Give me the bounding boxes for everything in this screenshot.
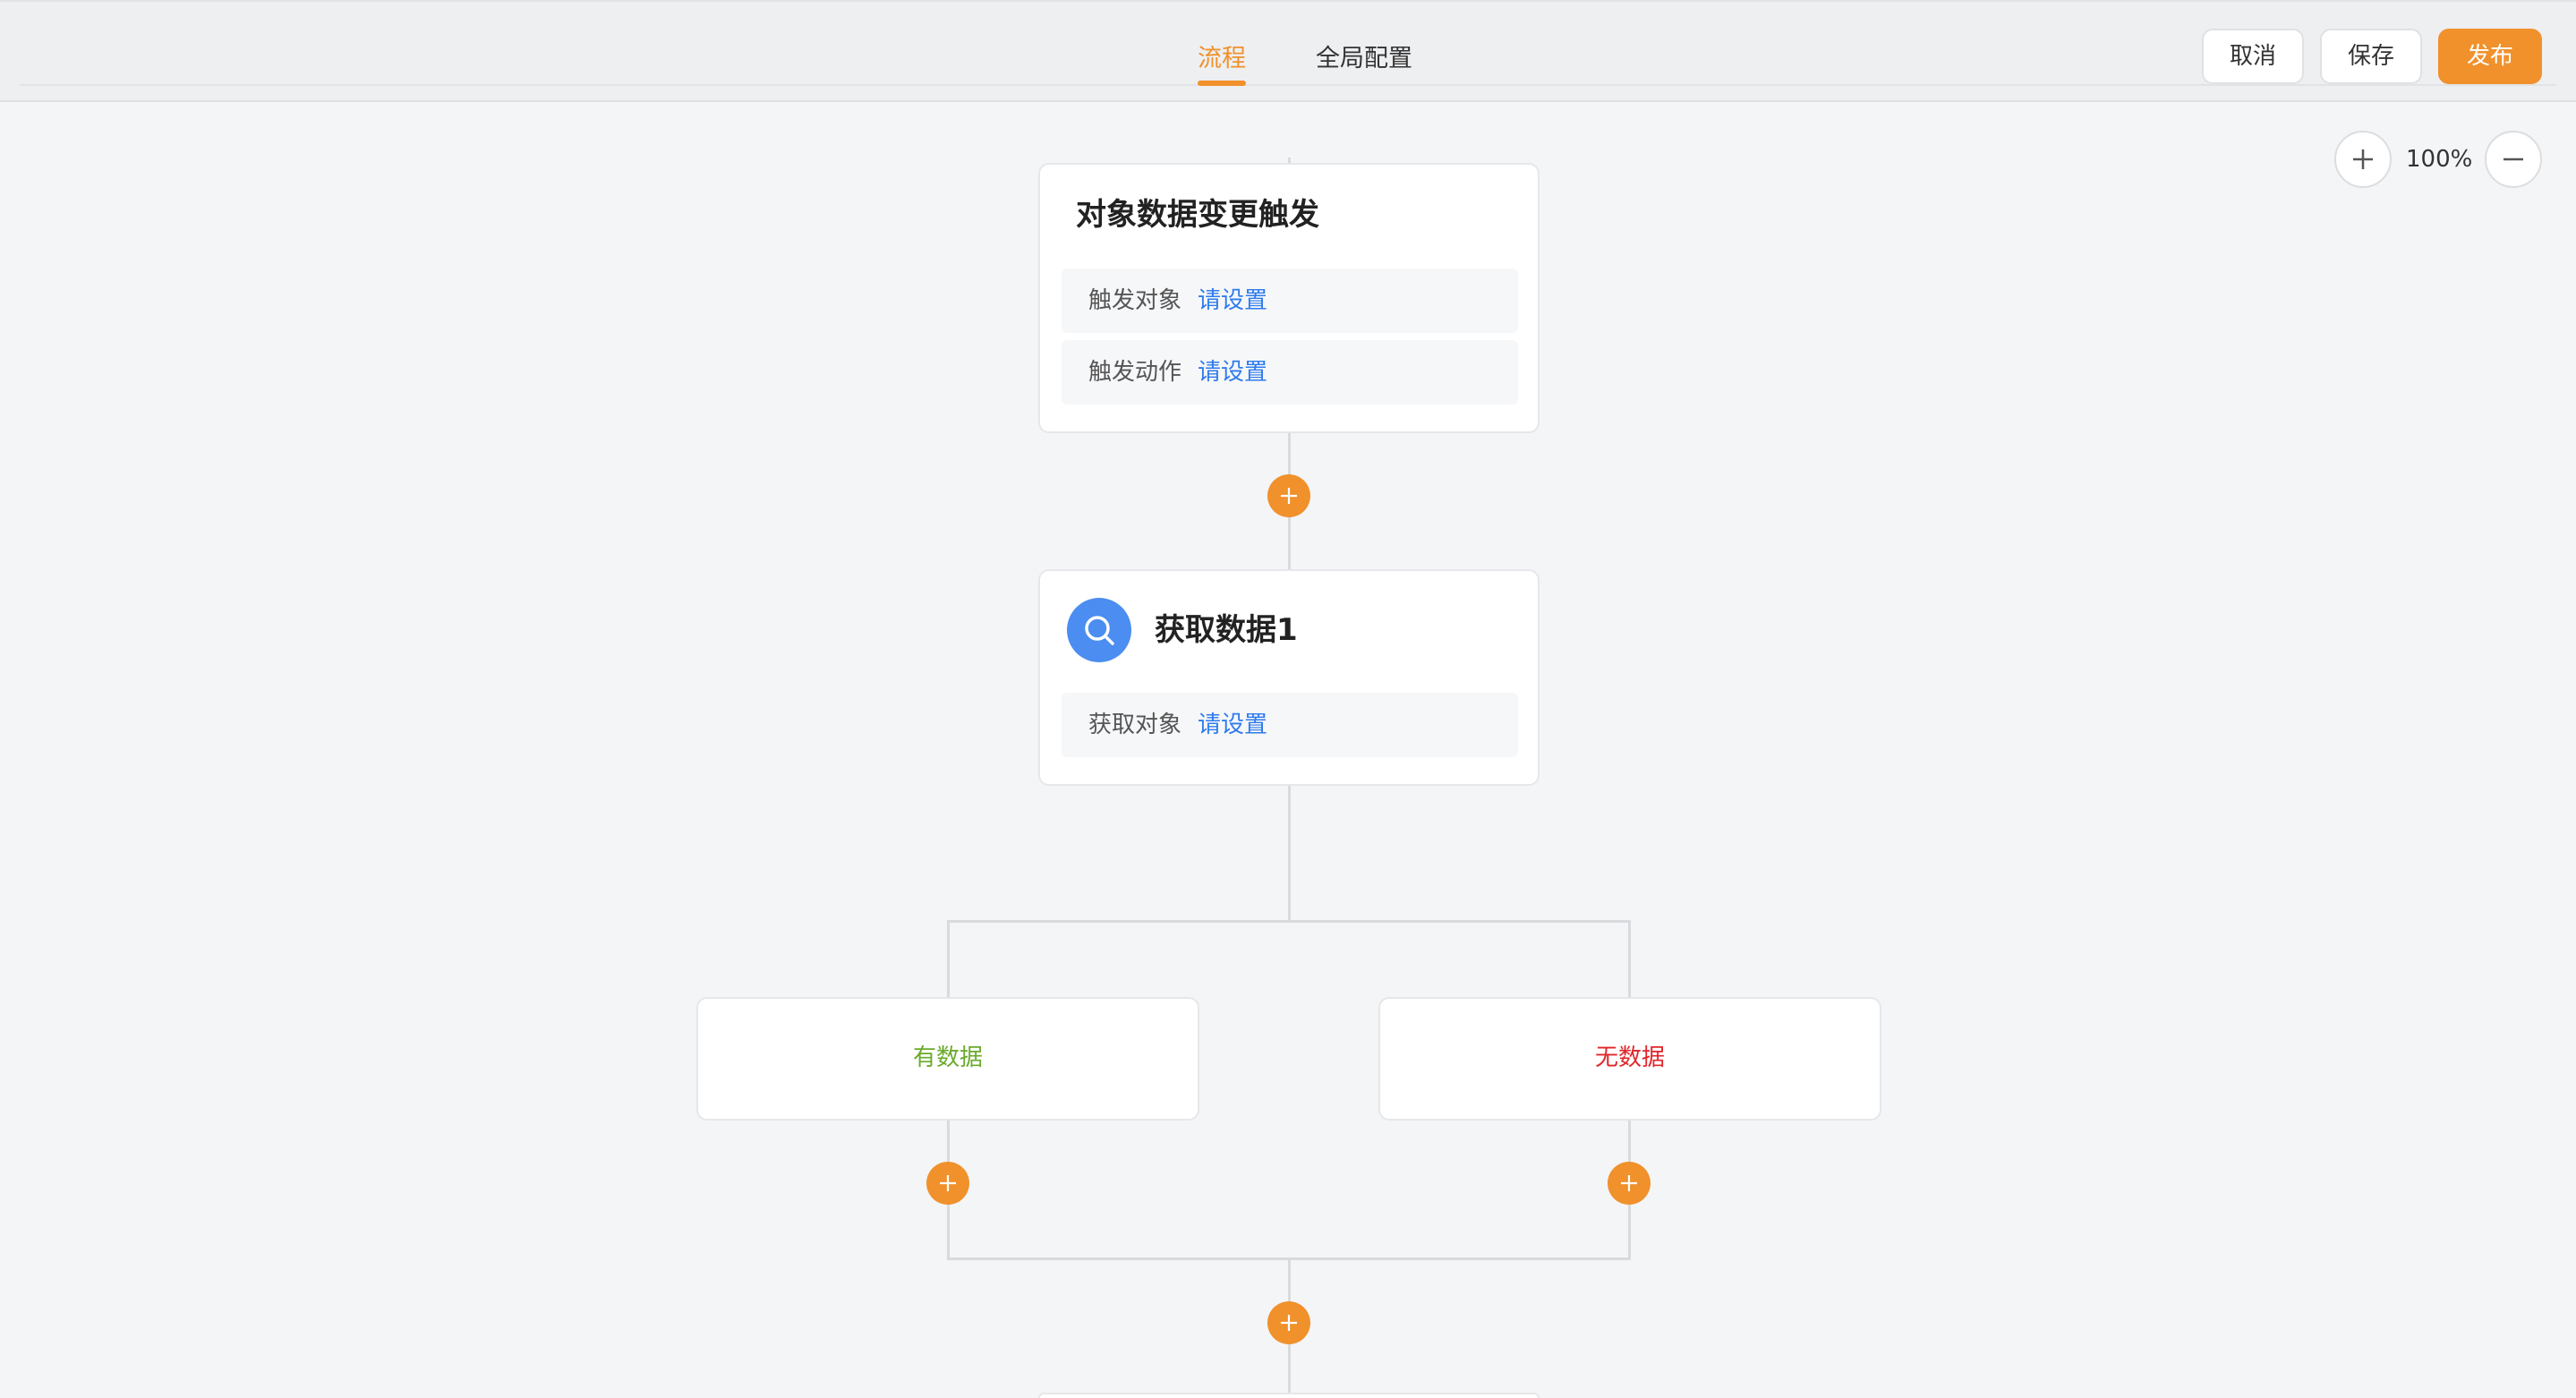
node-title: 获取数据1 xyxy=(1155,612,1298,648)
add-node-button[interactable] xyxy=(926,1162,969,1205)
connector-line xyxy=(947,920,950,999)
plus-icon xyxy=(940,1175,956,1191)
top-bar: 流程 全局配置 取消 保存 发布 xyxy=(0,0,2576,102)
tab-global-config[interactable]: 全局配置 xyxy=(1316,45,1412,72)
connector-line xyxy=(1288,158,1291,165)
field-label: 触发对象 xyxy=(1088,287,1182,314)
fetch-data-node-card[interactable]: 获取数据1 获取对象 请设置 xyxy=(1038,569,1540,786)
add-node-button[interactable] xyxy=(1267,1301,1310,1344)
node-field-row: 获取对象 请设置 xyxy=(1062,693,1518,757)
node-field-row: 触发动作 请设置 xyxy=(1062,340,1518,405)
search-icon xyxy=(1067,598,1131,662)
plus-icon xyxy=(1621,1175,1637,1191)
active-tab-indicator xyxy=(1198,81,1246,86)
connector-line xyxy=(1628,920,1631,999)
zoom-in-button[interactable] xyxy=(2334,131,2392,188)
plus-icon xyxy=(1281,488,1297,504)
set-trigger-action-link[interactable]: 请设置 xyxy=(1198,359,1268,386)
trigger-node-card[interactable]: 对象数据变更触发 触发对象 请设置 触发动作 请设置 xyxy=(1038,163,1540,433)
plus-icon xyxy=(1281,1315,1297,1331)
minus-icon xyxy=(2503,158,2523,161)
field-label: 获取对象 xyxy=(1088,712,1182,738)
zoom-out-button[interactable] xyxy=(2485,131,2542,188)
branch-split-line xyxy=(947,920,1631,923)
set-fetch-object-link[interactable]: 请设置 xyxy=(1198,712,1268,738)
save-button[interactable]: 保存 xyxy=(2320,29,2422,84)
connector-line xyxy=(1288,784,1291,922)
field-label: 触发动作 xyxy=(1088,359,1182,386)
zoom-level: 100% xyxy=(2406,146,2473,173)
branch-no-data-card[interactable]: 无数据 xyxy=(1378,997,1881,1121)
next-node-card[interactable] xyxy=(1038,1393,1540,1398)
tab-flow[interactable]: 流程 xyxy=(1198,45,1246,72)
add-node-button[interactable] xyxy=(1267,474,1310,517)
branch-label: 无数据 xyxy=(1594,1044,1665,1071)
branch-label: 有数据 xyxy=(912,1044,983,1071)
plus-icon xyxy=(2353,149,2373,169)
branch-has-data-card[interactable]: 有数据 xyxy=(696,997,1199,1121)
publish-button[interactable]: 发布 xyxy=(2438,29,2542,84)
set-trigger-object-link[interactable]: 请设置 xyxy=(1198,287,1268,314)
add-node-button[interactable] xyxy=(1608,1162,1651,1205)
node-title: 对象数据变更触发 xyxy=(1076,197,1319,233)
topbar-divider xyxy=(20,84,2556,86)
node-field-row: 触发对象 请设置 xyxy=(1062,269,1518,333)
cancel-button[interactable]: 取消 xyxy=(2202,29,2304,84)
